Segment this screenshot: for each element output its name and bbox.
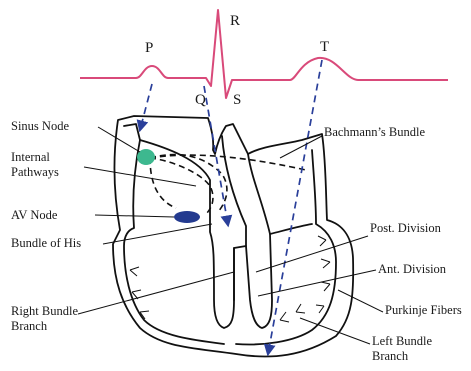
- label-bachmanns-bundle: Bachmann’s Bundle: [324, 125, 425, 139]
- label-right-bundle-branch-line2: Branch: [11, 319, 48, 333]
- label-av-node: AV Node: [11, 208, 58, 222]
- label-ant-division: Ant. Division: [378, 262, 447, 276]
- label-bundle-of-his: Bundle of His: [11, 236, 81, 250]
- wave-label-p: P: [145, 40, 153, 56]
- purkinje-fibers: [130, 236, 330, 322]
- label-left-bundle-branch-line1: Left Bundle: [372, 334, 433, 348]
- wave-label-q: Q: [195, 92, 206, 108]
- label-right-bundle-branch-line1: Right Bundle: [11, 304, 78, 318]
- leader-lines: [78, 127, 383, 344]
- label-purkinje-fibers: Purkinje Fibers: [385, 303, 462, 317]
- wave-label-r: R: [230, 13, 240, 29]
- av-node: [174, 211, 200, 223]
- label-internal-pathways-line2: Pathways: [11, 165, 59, 179]
- internal-pathways: [150, 155, 306, 214]
- label-post-division: Post. Division: [370, 221, 442, 235]
- label-internal-pathways-line1: Internal: [11, 150, 50, 164]
- label-left-bundle-branch-line2: Branch: [372, 349, 409, 363]
- conduction-arrows: [140, 60, 322, 354]
- ecg-trace: [80, 10, 448, 98]
- label-sinus-node: Sinus Node: [11, 119, 69, 133]
- wave-label-s: S: [233, 92, 241, 108]
- wave-label-t: T: [320, 39, 329, 55]
